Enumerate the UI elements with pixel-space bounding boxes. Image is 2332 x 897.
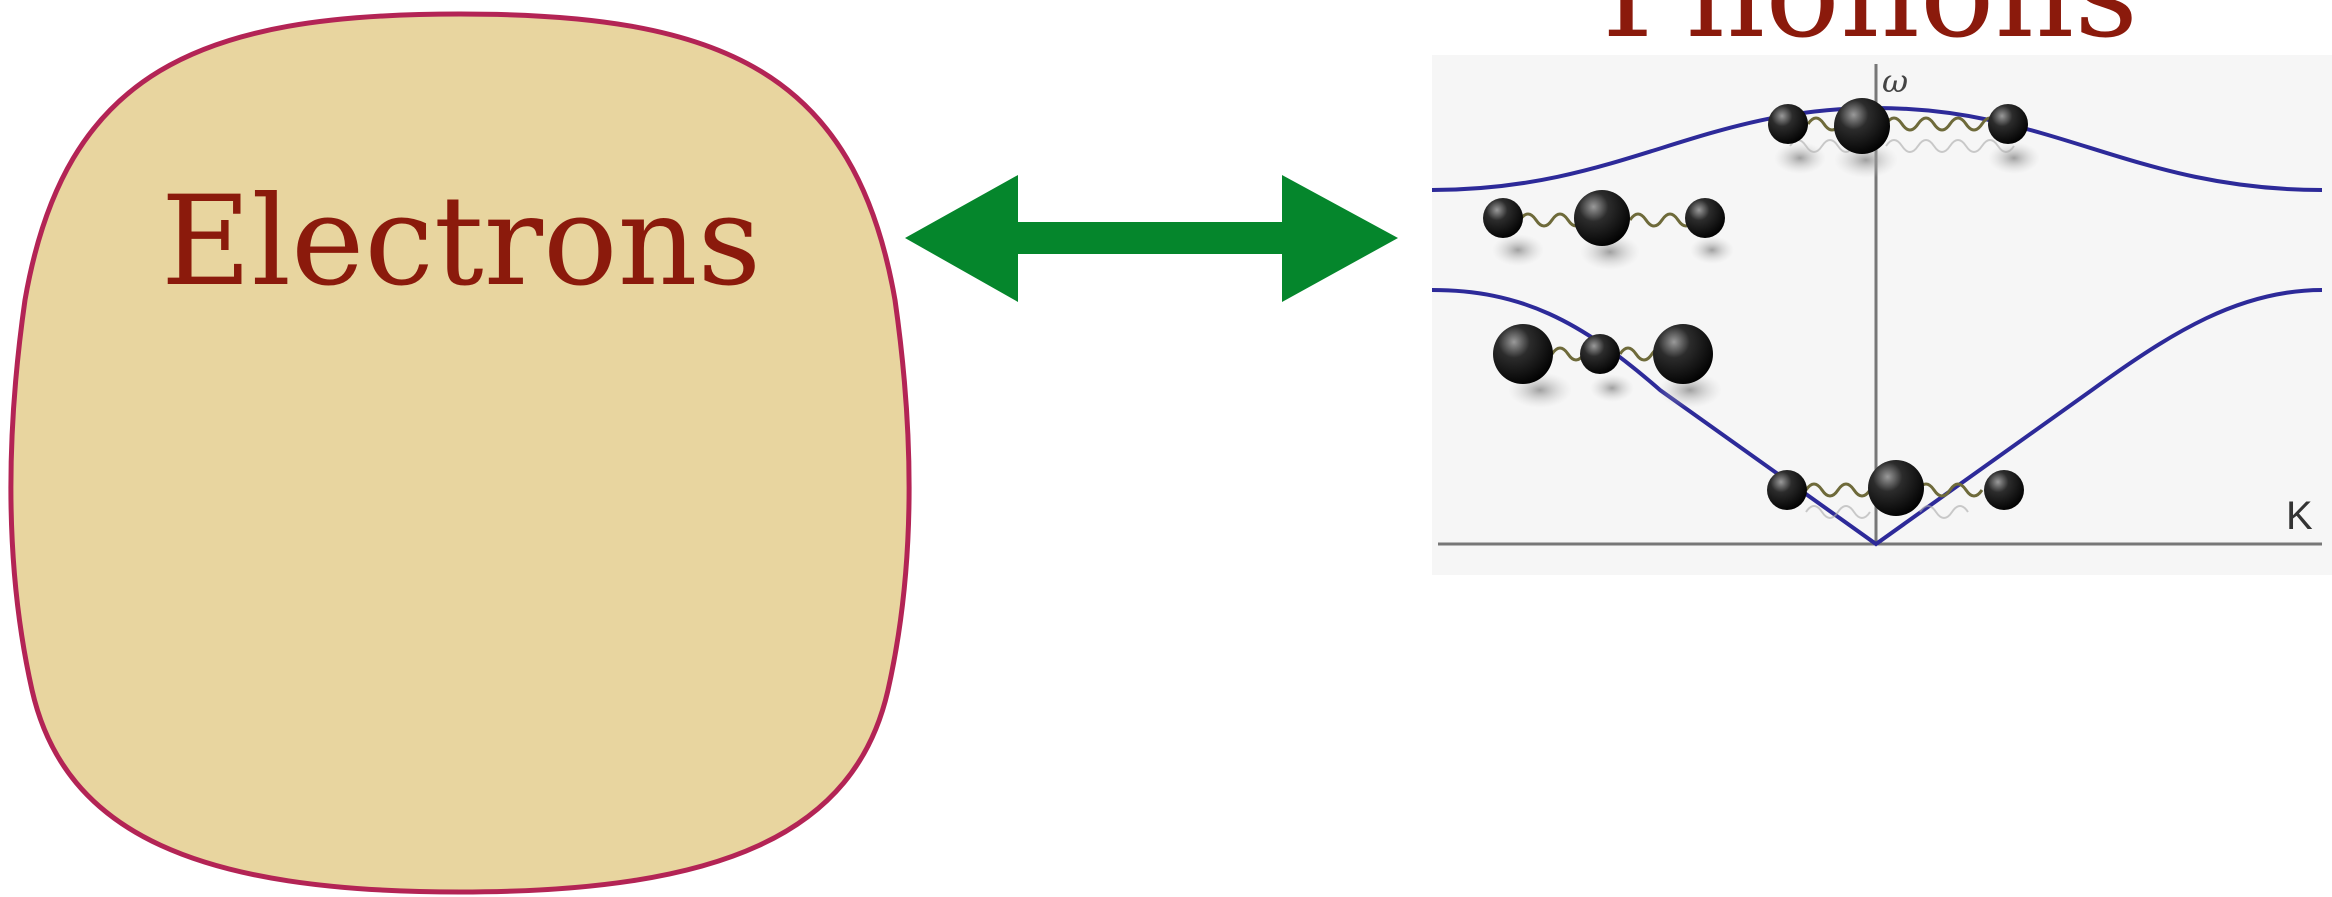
atom-chain-acoustic-center [1767, 460, 2024, 519]
phonon-dispersion-plot [1431, 55, 2332, 575]
electrons-blob [8, 11, 912, 895]
atom-chain-optical-left [1483, 190, 1734, 270]
electrons-label: Electrons [160, 170, 762, 314]
bidirectional-arrow [905, 175, 1398, 302]
phonons-label: Phonons [1540, 0, 2200, 74]
acoustic-branch [1431, 288, 2323, 547]
k-axis-label: K [2286, 494, 2313, 538]
omega-axis-label: ω [1882, 62, 1909, 100]
atom-chain-optical-center [1768, 98, 2040, 178]
atom-chain-acoustic-left [1493, 324, 1722, 408]
